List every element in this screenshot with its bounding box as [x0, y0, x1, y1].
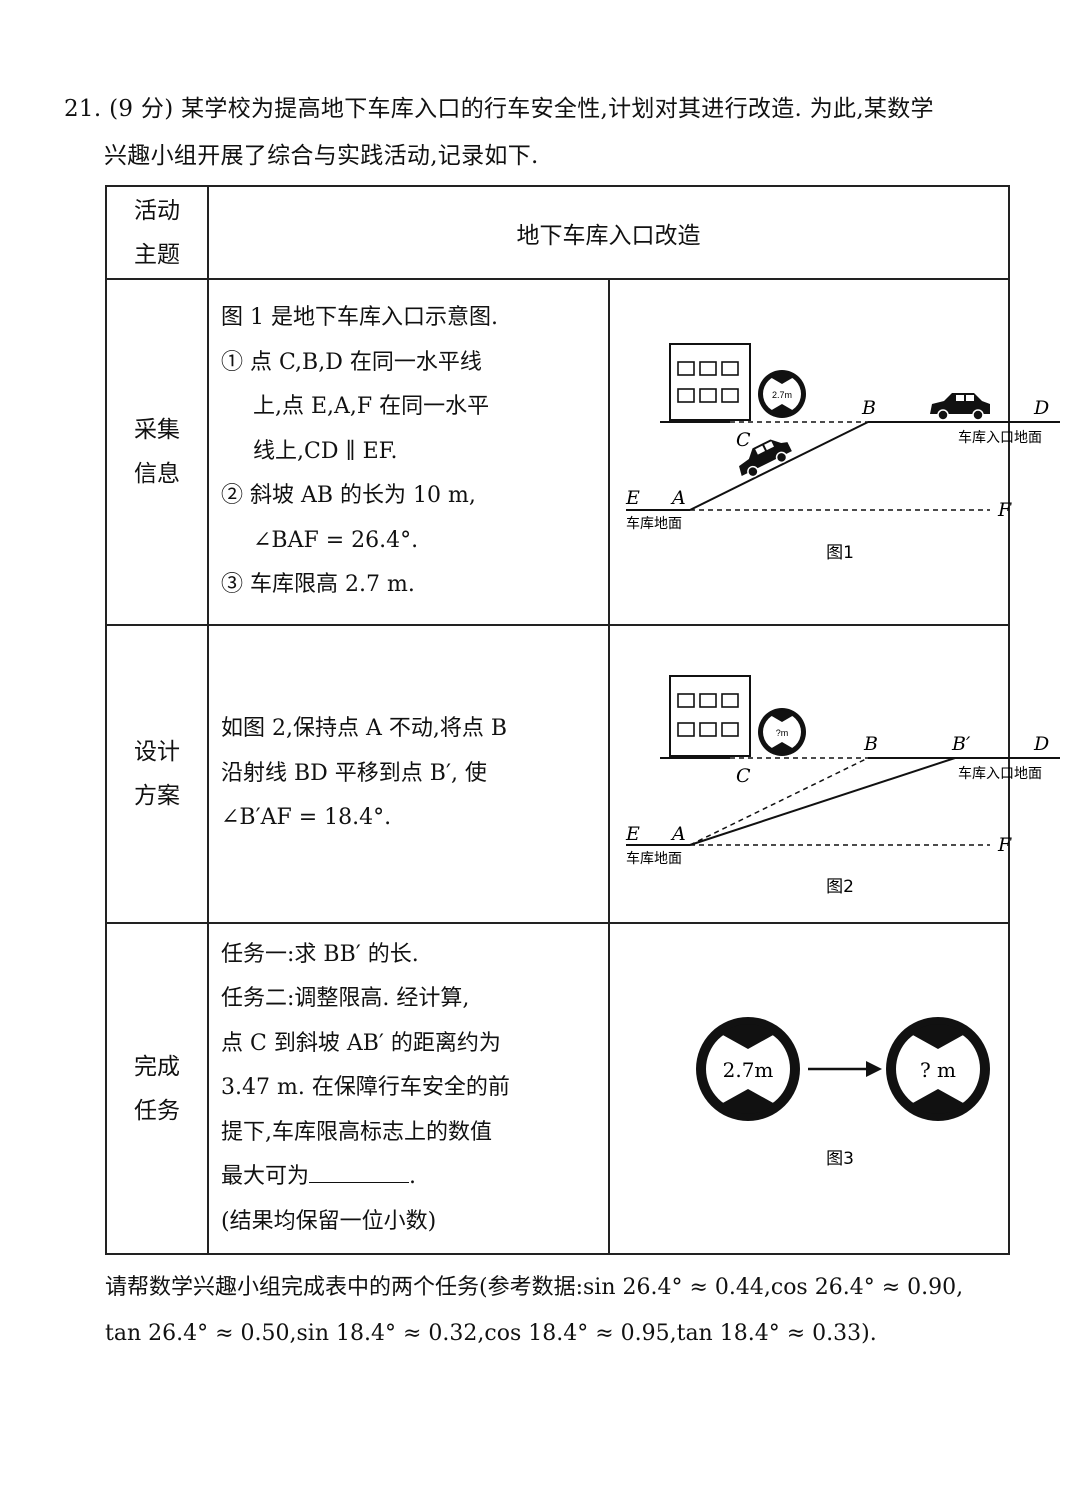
slope-ab — [689, 421, 868, 511]
sign-value: ?m — [775, 728, 788, 738]
theme-label-cell: 活动 主题 — [105, 185, 209, 280]
task-line: 最大可为 — [221, 1164, 310, 1190]
task-line: 3.47 m. 在保障行车安全的前 — [221, 1075, 510, 1101]
figure-2-caption: 图2 — [826, 877, 854, 897]
theme-row: 活动 主题 地下车库入口改造 — [105, 185, 1010, 280]
arrow-right-icon — [807, 1060, 882, 1077]
label-b: B — [861, 397, 876, 419]
car-icon — [929, 393, 990, 421]
ground-top-label: 车库入口地面 — [958, 765, 1042, 782]
question-line-1: 21. (9 分) 某学校为提高地下车库入口的行车安全性,计划对其进行改造. 为… — [64, 96, 934, 122]
height-limit-sign-icon: 2.7m — [757, 370, 806, 418]
sign-value: 2.7m — [771, 390, 791, 400]
height-limit-sign-icon: ? m — [885, 1016, 990, 1121]
ground-bottom-label: 车库地面 — [626, 850, 682, 867]
figure-3-caption: 图3 — [826, 1149, 854, 1169]
slope-ab-dashed — [689, 757, 868, 846]
label-f: F — [997, 834, 1012, 856]
collect-line: 图 1 是地下车库入口示意图. — [221, 305, 498, 331]
design-label-2: 方案 — [134, 783, 180, 809]
label-c: C — [736, 429, 751, 451]
sign-left-value: 2.7m — [722, 1058, 773, 1082]
collect-row: 采集 信息 图 1 是地下车库入口示意图. ① 点 C,B,D 在同一水平线 上… — [105, 278, 1060, 626]
footer-line-1: 请帮数学兴趣小组完成表中的两个任务(参考数据:sin 26.4° ≈ 0.44,… — [105, 1275, 964, 1300]
label-d: D — [1033, 397, 1049, 419]
question-intro: 21. (9 分) 某学校为提高地下车库入口的行车安全性,计划对其进行改造. 为… — [64, 86, 1024, 180]
figure-1-caption: 图1 — [826, 543, 854, 563]
label-e: E — [625, 823, 640, 845]
collect-label-cell: 采集 信息 — [105, 278, 209, 626]
car-icon — [738, 439, 792, 478]
design-line: 如图 2,保持点 A 不动,将点 B — [221, 716, 508, 742]
answer-blank[interactable] — [309, 1162, 410, 1184]
theme-value: 地下车库入口改造 — [207, 185, 1010, 280]
label-d: D — [1033, 733, 1049, 755]
task-line: 任务一:求 BB′ 的长. — [221, 941, 419, 967]
task-line: 任务二:调整限高. 经计算, — [221, 986, 470, 1012]
design-row: 设计 方案 如图 2,保持点 A 不动,将点 B 沿射线 BD 平移到点 B′,… — [105, 624, 1060, 924]
task-label-2: 任务 — [134, 1097, 180, 1124]
collect-text-cell: 图 1 是地下车库入口示意图. ① 点 C,B,D 在同一水平线 上,点 E,A… — [207, 278, 610, 626]
figure-3: 2.7m ? m 图3 — [695, 1016, 990, 1169]
label-e: E — [625, 487, 640, 509]
sign-right-value: ? m — [919, 1058, 955, 1082]
task-text-cell: 任务一:求 BB′ 的长. 任务二:调整限高. 经计算, 点 C 到斜坡 AB′… — [207, 922, 610, 1255]
height-limit-sign-icon: 2.7m — [695, 1016, 800, 1121]
design-line: ∠B′AF = 18.4°. — [221, 805, 392, 831]
label-b: B — [863, 733, 878, 755]
design-label-cell: 设计 方案 — [105, 624, 209, 924]
collect-line: 线上,CD ∥ EF. — [253, 438, 398, 464]
ground-bottom-label: 车库地面 — [626, 515, 682, 532]
label-a: A — [670, 823, 686, 845]
building-icon — [668, 675, 751, 757]
task-line: (结果均保留一位小数) — [221, 1208, 437, 1234]
collect-line: 上,点 E,A,F 在同一水平 — [253, 394, 490, 420]
label-b-prime: B′ — [951, 733, 971, 755]
design-line: 沿射线 BD 平移到点 B′, 使 — [221, 760, 487, 786]
figure-2-cell: ?m B B′ C D E A F 车库入口地面 — [607, 624, 1060, 924]
label-a: A — [670, 487, 686, 509]
figure-1-cell: 2.7m — [607, 278, 1060, 626]
design-text-cell: 如图 2,保持点 A 不动,将点 B 沿射线 BD 平移到点 B′, 使 ∠B′… — [207, 624, 610, 924]
collect-line: ∠BAF = 26.4°. — [253, 527, 419, 553]
building-icon — [668, 343, 751, 421]
collect-line: ① 点 C,B,D 在同一水平线 — [221, 349, 482, 375]
task-row: 完成 任务 任务一:求 BB′ 的长. 任务二:调整限高. 经计算, 点 C 到… — [105, 922, 1010, 1255]
design-label-1: 设计 — [134, 739, 180, 765]
task-line: 提下,车库限高标志上的数值 — [221, 1119, 492, 1145]
footer-line-2: tan 26.4° ≈ 0.50,sin 18.4° ≈ 0.32,cos 18… — [105, 1321, 877, 1346]
figure-3-cell: 2.7m ? m 图3 — [607, 922, 1010, 1255]
collect-label-1: 采集 — [134, 417, 180, 443]
ground-top-label: 车库入口地面 — [958, 429, 1042, 446]
figure-2: ?m B B′ C D E A F 车库入口地面 — [625, 675, 1060, 897]
label-f: F — [997, 499, 1012, 521]
height-limit-sign-icon: ?m — [757, 708, 806, 756]
task-line: 点 C 到斜坡 AB′ 的距离约为 — [221, 1030, 501, 1056]
activity-table: 活动 主题 地下车库入口改造 采集 信息 图 1 是地下车库入口示意图. ① 点… — [105, 185, 1060, 1255]
label-c: C — [736, 765, 751, 787]
theme-label-2: 主题 — [134, 241, 180, 268]
collect-line: ② 斜坡 AB 的长为 10 m, — [221, 483, 476, 509]
question-line-2: 兴趣小组开展了综合与实践活动,记录如下. — [104, 143, 539, 169]
task-line-answer: 最大可为. — [221, 1162, 417, 1190]
collect-label-2: 信息 — [134, 461, 180, 487]
theme-label-1: 活动 — [134, 197, 180, 224]
slope-ab-prime — [689, 757, 955, 846]
reference-data: 请帮数学兴趣小组完成表中的两个任务(参考数据:sin 26.4° ≈ 0.44,… — [105, 1265, 1025, 1357]
task-label-cell: 完成 任务 — [105, 922, 209, 1255]
collect-line: ③ 车库限高 2.7 m. — [221, 572, 415, 598]
task-label-1: 完成 — [134, 1053, 180, 1080]
figure-1: 2.7m — [625, 343, 1060, 563]
